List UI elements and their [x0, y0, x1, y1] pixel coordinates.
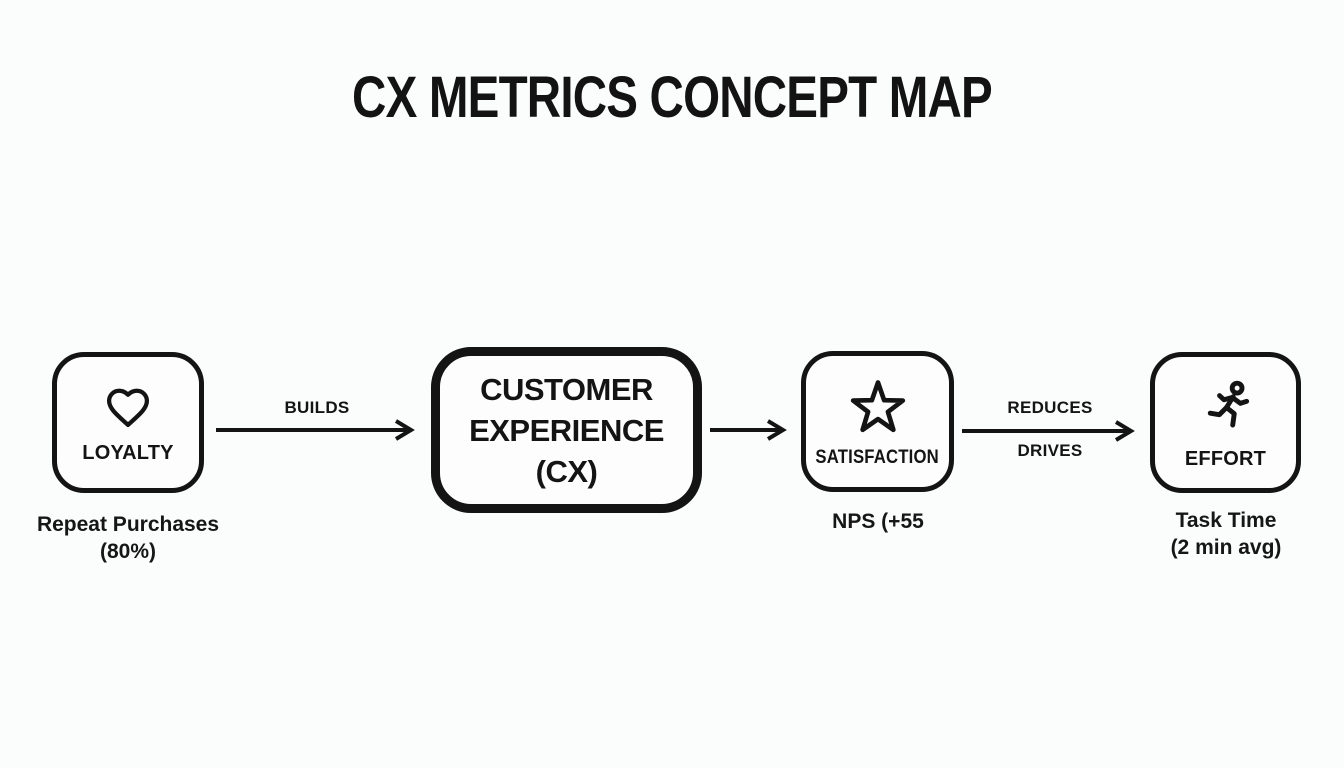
loyalty-label: LOYALTY — [82, 441, 174, 464]
satisfaction-caption: NPS (+55 — [788, 508, 968, 535]
cx-label-line3: (CX) — [535, 453, 598, 489]
drives-arrow-label: DRIVES — [1017, 441, 1083, 460]
satisfaction-node: SATISFACTION — [801, 351, 954, 492]
satisfaction-caption-line1: NPS (+55 — [832, 510, 924, 533]
loyalty-caption-line2: (80%) — [99, 540, 157, 563]
reduces-arrow-label: REDUCES — [1007, 398, 1093, 417]
loyalty-caption-line1: Repeat Purchases — [36, 513, 220, 536]
effort-caption-line1: Task Time — [1175, 509, 1277, 532]
builds-arrow — [214, 418, 420, 442]
satisfaction-label: SATISFACTION — [815, 447, 940, 468]
loyalty-node: LOYALTY — [52, 352, 204, 493]
reduces-drives-arrow — [960, 419, 1140, 443]
effort-label: EFFORT — [1184, 447, 1267, 470]
effort-node: EFFORT — [1150, 352, 1301, 493]
cx-to-satisfaction-arrow — [708, 418, 792, 442]
customer-experience-node: CUSTOMER EXPERIENCE (CX) — [431, 347, 702, 513]
star-icon — [844, 374, 912, 440]
cx-label-line1: CUSTOMER — [480, 371, 653, 407]
builds-arrow-label: BUILDS — [284, 398, 350, 417]
cx-label-line2: EXPERIENCE — [469, 412, 664, 448]
loyalty-caption: Repeat Purchases (80%) — [18, 511, 238, 565]
heart-icon — [99, 381, 157, 435]
diagram-title: CX METRICS CONCEPT MAP — [352, 65, 993, 130]
effort-caption-line2: (2 min avg) — [1170, 536, 1282, 559]
runner-icon — [1195, 375, 1257, 441]
effort-caption: Task Time (2 min avg) — [1136, 507, 1316, 561]
